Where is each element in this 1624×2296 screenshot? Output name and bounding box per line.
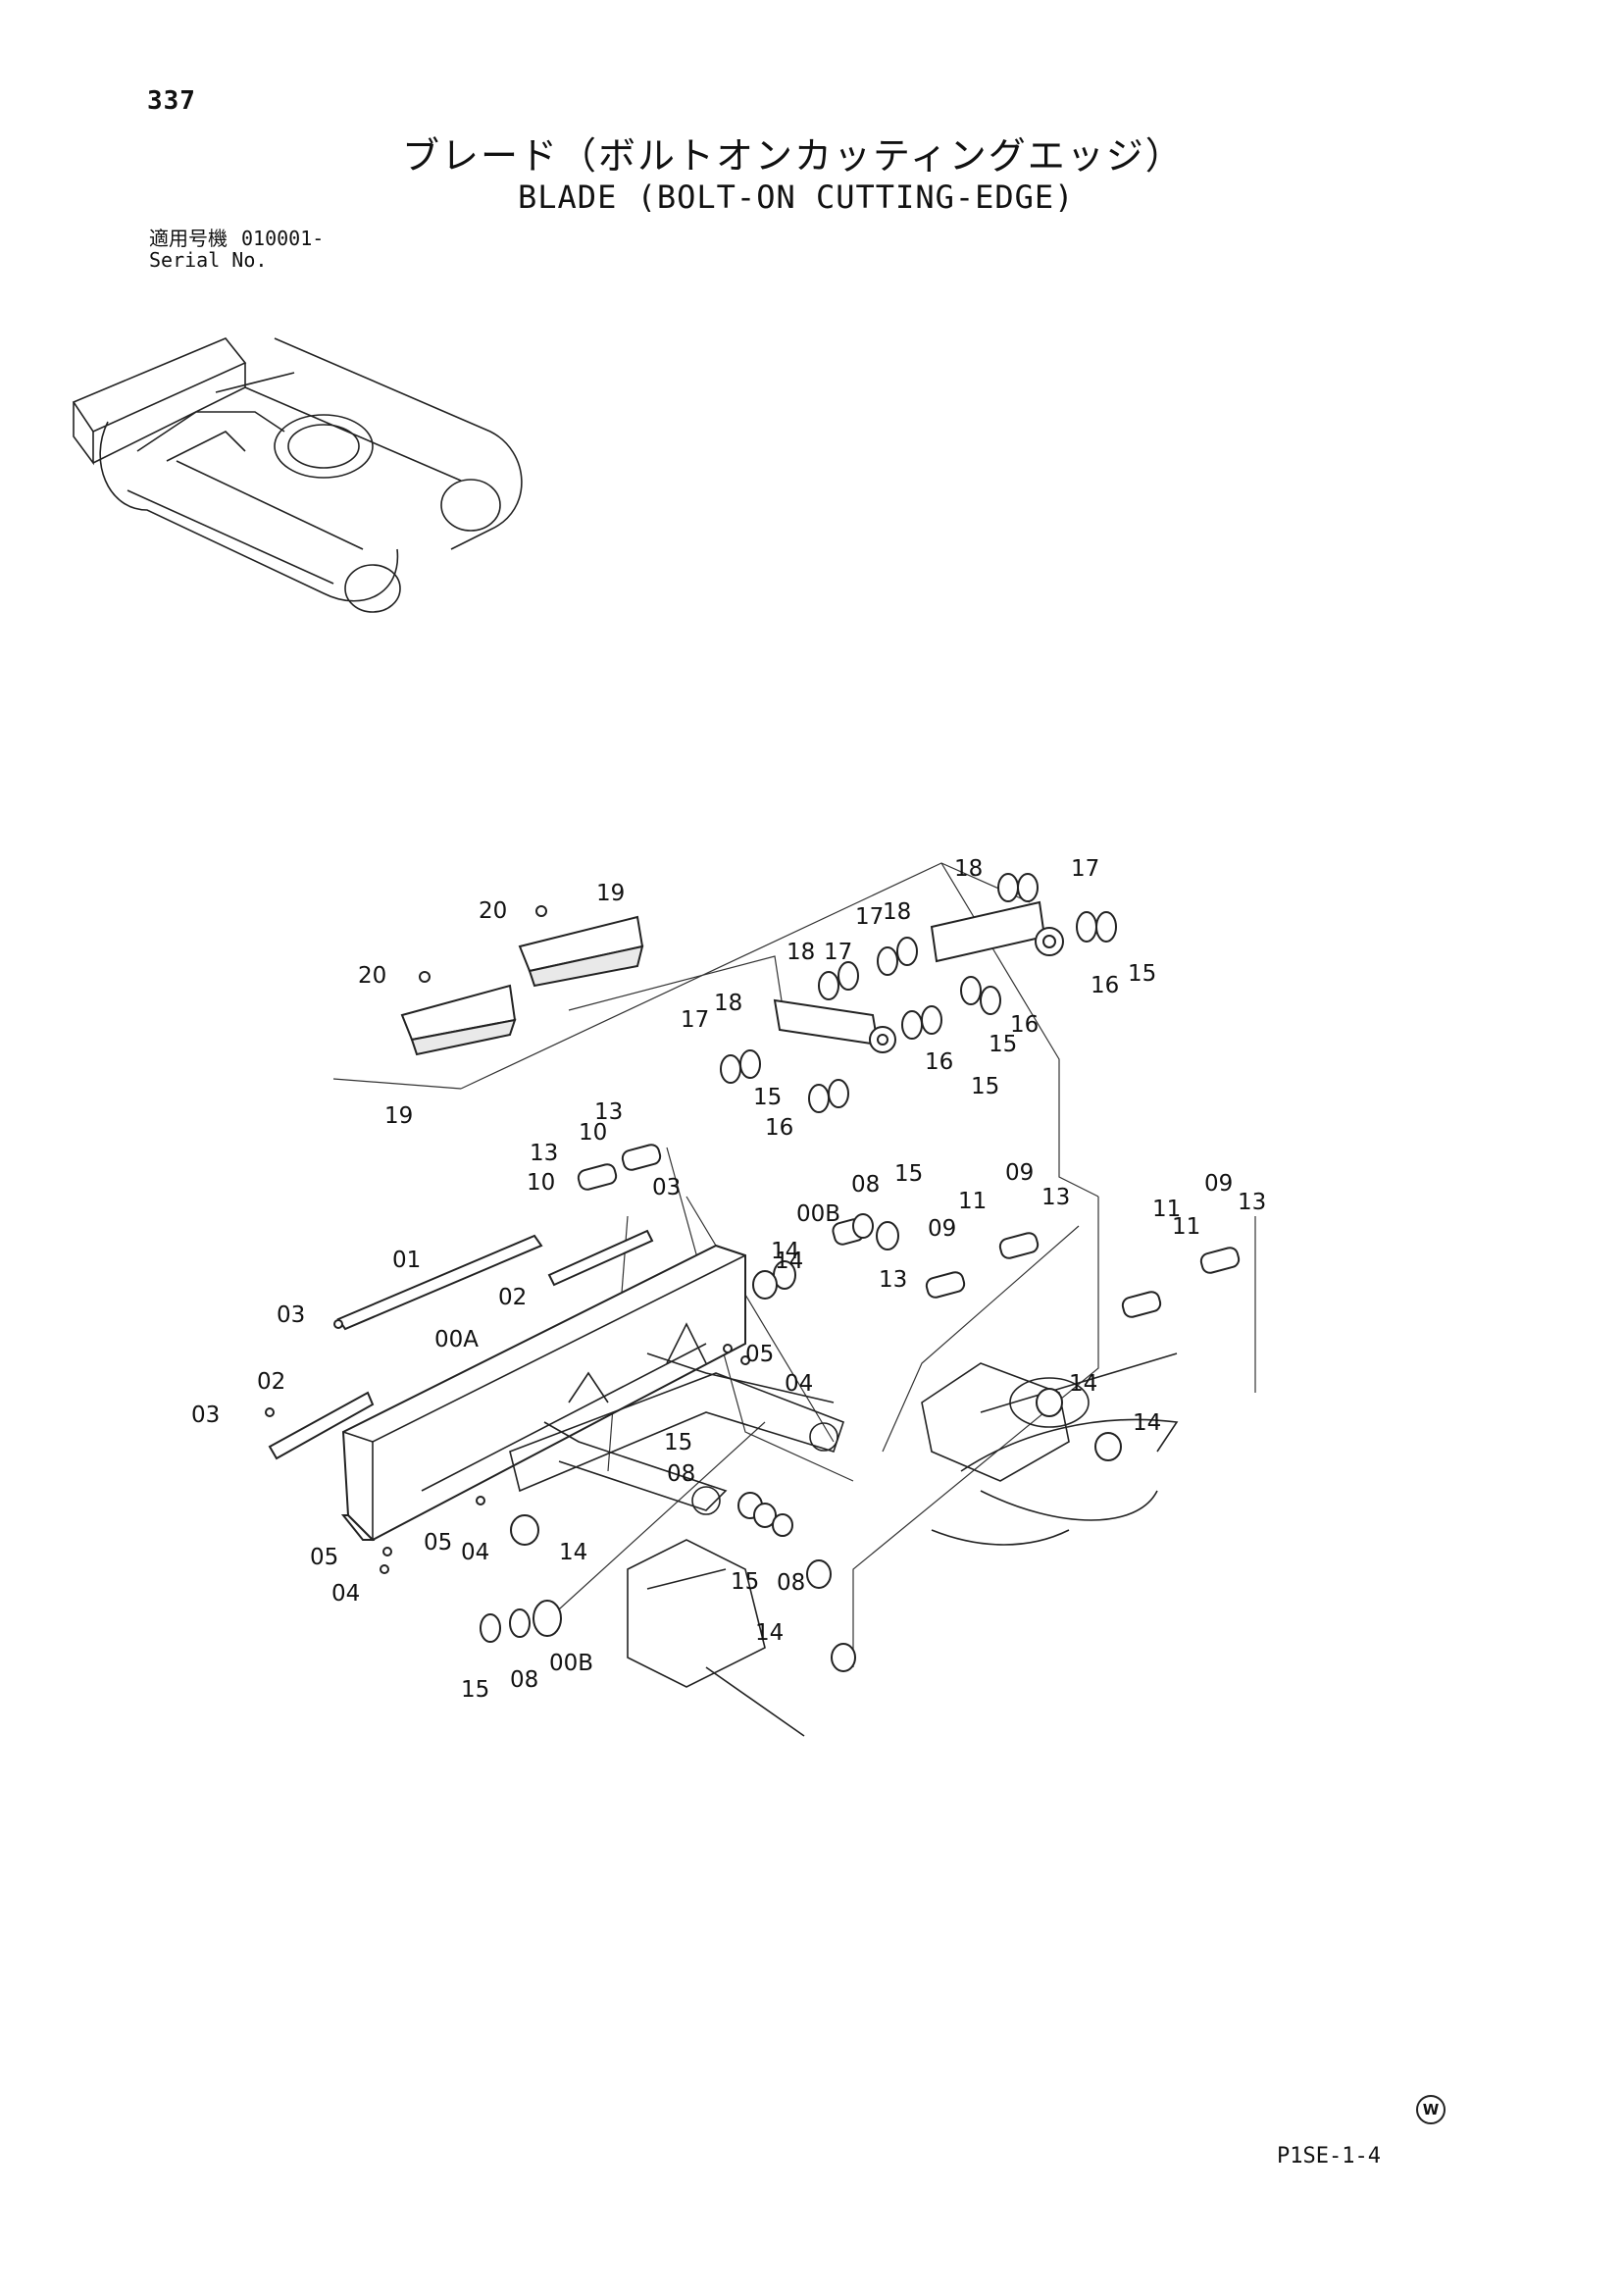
guard-plate-lower (400, 984, 517, 1056)
callout-label: 01 (392, 1248, 421, 1273)
callout-label: 14 (775, 1249, 803, 1274)
title-japanese: ブレード（ボルトオンカッティングエッジ） (402, 134, 1185, 178)
callout-label: 02 (257, 1369, 285, 1395)
callout-label: 00B (796, 1201, 840, 1227)
callout-label: 05 (424, 1530, 452, 1556)
page-code: P1SE-1-4 (1277, 2144, 1381, 2168)
callout-label: 20 (479, 898, 507, 924)
callout-label: 05 (310, 1545, 338, 1570)
callout-label: 14 (1133, 1410, 1161, 1436)
callout-label: 04 (785, 1371, 813, 1397)
callout-label: 13 (530, 1141, 558, 1166)
callout-label: 16 (1010, 1012, 1039, 1038)
callout-label: 00A (434, 1327, 479, 1352)
callout-label: 15 (664, 1430, 692, 1455)
serial-label-jp: 適用号機 (149, 227, 228, 250)
callout-label: 08 (851, 1172, 880, 1198)
callout-label: 13 (879, 1267, 907, 1293)
cutting-edge-02-lower (268, 1391, 375, 1460)
callout-label: 13 (594, 1099, 623, 1125)
callout-label: 15 (894, 1161, 923, 1187)
callout-label: 00B (549, 1651, 593, 1676)
callout-label: 08 (667, 1461, 695, 1487)
serial-block: 適用号機 010001- Serial No. (149, 228, 324, 271)
cutting-edge-02-upper (547, 1229, 654, 1287)
callout-label: 17 (855, 904, 884, 930)
callout-label: 19 (384, 1103, 413, 1129)
w-mark: W (1416, 2095, 1446, 2124)
bottom-rings (480, 1270, 1122, 1672)
cylinder-lower (773, 998, 896, 1053)
callout-label: 08 (777, 1570, 805, 1596)
cylinder-upper (930, 900, 1064, 963)
callout-label: 14 (771, 1239, 799, 1264)
guard-plate-upper (518, 915, 644, 988)
callout-label: 14 (755, 1620, 784, 1646)
callout-labels: 20 19 20 19 18 17 17 18 16 15 18 17 18 1… (191, 856, 1266, 1703)
callout-label: 05 (745, 1342, 774, 1367)
serial-label-en: Serial No. (149, 248, 268, 272)
callout-label: 10 (527, 1170, 555, 1196)
callout-label: 02 (498, 1285, 527, 1310)
callout-label: 15 (1128, 961, 1156, 987)
undercarriage-outline (72, 337, 523, 613)
callout-label: 16 (765, 1115, 793, 1141)
callout-label: 15 (753, 1085, 782, 1110)
callout-label: 10 (579, 1120, 607, 1146)
callout-label: 03 (277, 1302, 305, 1328)
chassis (627, 1352, 1179, 1737)
washers (720, 873, 1117, 1113)
callout-label: 03 (652, 1175, 681, 1200)
pins (577, 1144, 1241, 1318)
page-number: 337 (147, 86, 196, 116)
callout-label: 04 (461, 1540, 489, 1565)
callout-label: 09 (928, 1216, 956, 1242)
callout-label: 14 (1069, 1371, 1097, 1397)
callout-label: 18 (714, 991, 742, 1016)
callout-label: 19 (596, 881, 625, 906)
blade-00A (340, 1244, 746, 1542)
callout-label: 15 (461, 1677, 489, 1703)
callout-label: 20 (358, 963, 386, 989)
callout-label: 15 (731, 1569, 759, 1595)
callout-label: 17 (681, 1007, 709, 1033)
callout-label: 11 (1172, 1214, 1200, 1240)
callout-label: 15 (989, 1032, 1017, 1057)
callout-label: 11 (958, 1189, 987, 1214)
callout-label: 17 (824, 940, 852, 965)
callout-label: 13 (1238, 1190, 1266, 1215)
callout-label: 08 (510, 1667, 538, 1693)
small-fittings (265, 905, 750, 1574)
callout-label: 16 (925, 1049, 953, 1075)
blade-arms (509, 1322, 845, 1515)
callout-label: 18 (787, 940, 815, 965)
callout-label: 13 (1041, 1185, 1070, 1210)
callout-label: 18 (883, 899, 911, 925)
callout-label: 09 (1005, 1160, 1034, 1186)
serial-value: 010001- (241, 227, 325, 250)
cutting-edge-01 (336, 1234, 543, 1331)
callout-label: 15 (971, 1074, 999, 1099)
callout-label: 18 (954, 856, 983, 882)
callout-label: 09 (1204, 1171, 1233, 1197)
callout-label: 16 (1091, 973, 1119, 998)
callout-label: 03 (191, 1403, 220, 1428)
callout-label: 11 (1152, 1197, 1181, 1222)
callout-label: 14 (559, 1540, 587, 1565)
callout-label: 04 (331, 1581, 360, 1607)
title-english: BLADE (BOLT-ON CUTTING-EDGE) (518, 179, 1075, 216)
callout-label: 17 (1071, 856, 1099, 882)
